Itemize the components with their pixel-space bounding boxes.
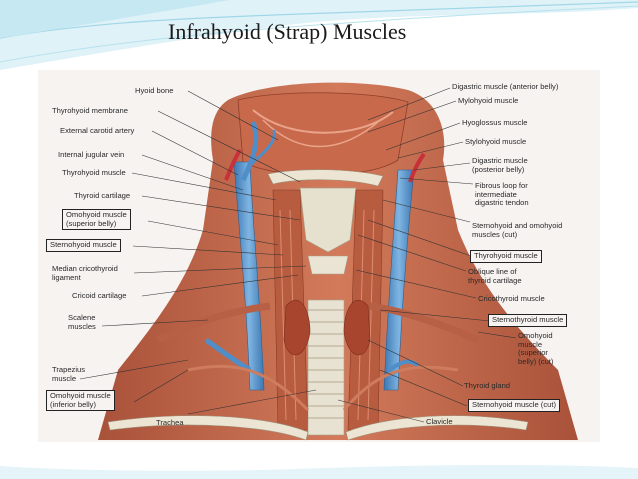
label-external-carotid-artery: External carotid artery [60, 126, 135, 135]
label-line: (inferior belly) [50, 399, 96, 409]
label-thyrohyoid-muscle-left: Thyrohyoid muscle [62, 168, 126, 177]
cricoid-shape [307, 255, 349, 275]
label-sternohyoid-muscle-left: Sternohyoid muscle [46, 239, 121, 252]
label-clavicle: Clavicle [426, 417, 453, 426]
label-line: belly) (cut) [518, 356, 554, 366]
label-line: muscle [518, 339, 543, 349]
label-digastric-anterior-belly: Digastric muscle (anterior belly) [452, 82, 559, 91]
label-line: intermediate [475, 189, 517, 199]
label-internal-jugular-vein: Internal jugular vein [58, 150, 125, 159]
label-line: Oblique line of [468, 267, 517, 276]
label-line: Sternohyoid and omohyoid [472, 221, 563, 230]
label-hyoglossus-muscle: Hyoglossus muscle [462, 118, 528, 127]
label-line: Median cricothyroid [52, 264, 118, 273]
label-oblique-line-thyroid-cartilage: Oblique line of thyroid cartilage [468, 267, 522, 285]
label-line: muscles (cut) [472, 229, 518, 239]
label-line: (superior [518, 348, 548, 358]
label-fibrous-loop: Fibrous loop for intermediate digastric … [475, 181, 529, 208]
label-line: Fibrous loop for [475, 181, 528, 190]
label-omohyoid-inferior-belly: Omohyoid muscle (inferior belly) [46, 390, 115, 412]
label-cricothyroid-muscle: Cricothyroid muscle [478, 294, 545, 303]
label-stylohyoid-muscle: Stylohyoid muscle [465, 137, 527, 146]
label-mylohyoid-muscle: Mylohyoid muscle [458, 96, 519, 105]
label-omohyoid-superior-belly: Omohyoid muscle (superior belly) [62, 209, 131, 231]
label-trachea: Trachea [156, 418, 184, 427]
label-line: thyroid cartilage [468, 275, 522, 285]
label-thyroid-gland: Thyroid gland [464, 381, 511, 390]
label-sternohyoid-cut: Sternohyoid muscle (cut) [468, 399, 560, 412]
label-thyrohyoid-membrane: Thyrohyoid membrane [52, 106, 128, 115]
label-hyoid-bone: Hyoid bone [135, 86, 174, 95]
label-line: Omohyoid muscle [66, 210, 127, 219]
label-line: muscles [68, 321, 96, 331]
label-sternothyroid-muscle: Sternothyroid muscle [488, 314, 568, 327]
label-line: Omohyoid [518, 331, 553, 340]
label-line: Trapezius [52, 365, 86, 374]
label-scalene-muscles: Scalene muscles [68, 313, 96, 331]
thyroid-cartilage-shape [299, 187, 357, 253]
anatomy-figure: Hyoid bone Thyrohyoid membrane External … [38, 70, 600, 442]
clavicle-shape [107, 415, 309, 441]
label-line: ligament [52, 272, 81, 282]
label-median-cricothyroid-ligament: Median cricothyroid ligament [52, 264, 118, 282]
label-thyrohyoid-muscle-right: Thyrohyoid muscle [470, 250, 542, 263]
label-trapezius-muscle: Trapezius muscle [52, 365, 86, 383]
slide-title: Infrahyoid (Strap) Muscles [168, 19, 407, 44]
label-line: digastric tendon [475, 198, 529, 208]
thyroid-gland-shape [283, 299, 371, 356]
label-thyroid-cartilage: Thyroid cartilage [74, 191, 131, 200]
label-line: muscle [52, 373, 77, 383]
label-omohyoid-superior-cut: Omohyoid muscle (superior belly) (cut) [518, 331, 554, 366]
floor-muscles [237, 92, 409, 176]
label-sternohyoid-omohyoid-cut: Sternohyoid and omohyoid muscles (cut) [472, 221, 563, 239]
trachea-rings [307, 299, 345, 436]
label-line: Scalene [68, 313, 96, 322]
label-line: (superior belly) [66, 218, 117, 228]
label-line: (posterior belly) [472, 164, 525, 174]
label-line: Digastric muscle [472, 156, 528, 165]
label-digastric-posterior-belly: Digastric muscle (posterior belly) [472, 156, 528, 174]
label-cricoid-cartilage: Cricoid cartilage [72, 291, 127, 300]
label-line: Omohyoid muscle [50, 391, 111, 400]
